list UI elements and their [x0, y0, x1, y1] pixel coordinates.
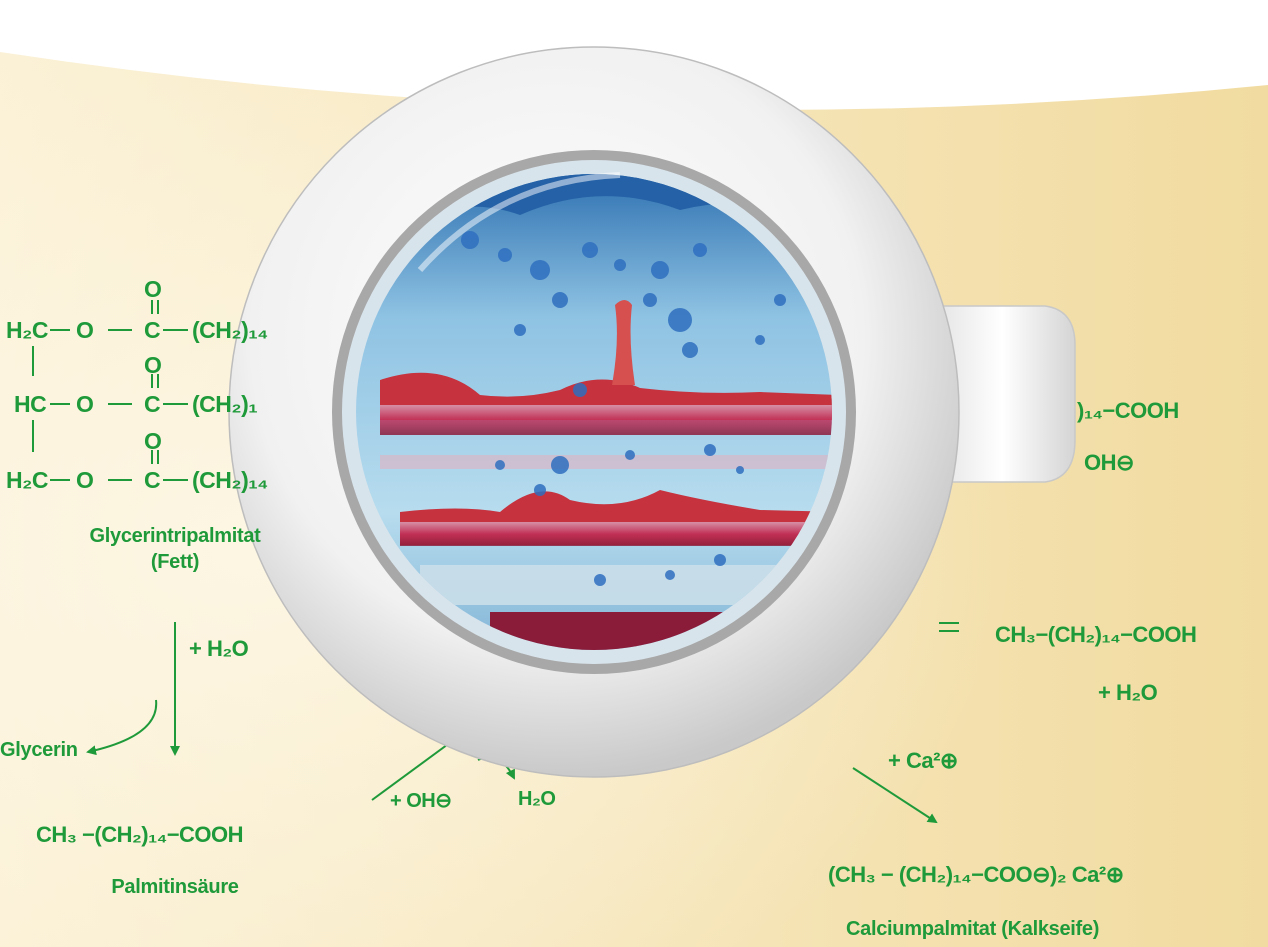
fat-row3-chain: (CH₂)₁₄	[192, 467, 268, 493]
base-product: H₂O	[518, 788, 556, 810]
fat-row2-c: C	[144, 391, 161, 417]
palmitic-acid-name: Palmitinsäure	[111, 876, 239, 898]
fat-row1-left: H₂C	[6, 317, 48, 343]
calcium-reagent: + Ca²⊕	[888, 748, 958, 773]
lime-soap-name: Calciumpalmitat (Kalkseife)	[846, 918, 1100, 940]
partial-hydroxide: OH⊖	[1084, 450, 1134, 475]
fat-row3-c: C	[144, 467, 161, 493]
equilibrium-water: + H₂O	[1098, 680, 1158, 705]
bubbles	[461, 231, 786, 586]
lime-soap-formula: (CH₃ − (CH₂)₁₄−COO⊖)₂ Ca²⊕	[828, 862, 1124, 887]
fat-carbonyl-o1: O	[144, 276, 162, 302]
fat-row1-o: O	[76, 317, 94, 343]
fat-carbonyl-o3: O	[144, 428, 162, 454]
partial-acid: )₁₄−COOH	[1077, 398, 1179, 423]
fat-row1-chain: (CH₂)₁₄	[192, 317, 268, 343]
hydrolysis-reagent: + H₂O	[189, 636, 249, 661]
calcium-arrow	[852, 767, 938, 824]
fat-row2-o: O	[76, 391, 94, 417]
base-reagent: + OH⊖	[390, 790, 452, 812]
glycerin-arrow	[86, 699, 158, 756]
washing-machine-door-icon	[228, 46, 1076, 778]
fat-row1-c: C	[144, 317, 161, 343]
palmitic-acid-formula: CH₃ −(CH₂)₁₄−COOH	[36, 822, 244, 847]
fat-name-note: (Fett)	[150, 551, 200, 573]
fat-row2-left: HC	[14, 391, 47, 417]
glycerin-label: Glycerin	[0, 739, 78, 761]
fat-carbonyl-o2: O	[144, 352, 162, 378]
fat-row3-o: O	[76, 467, 94, 493]
equilibrium-acid: CH₃−(CH₂)₁₄−COOH	[995, 622, 1197, 647]
fat-bonds	[32, 300, 188, 481]
fat-row3-left: H₂C	[6, 467, 48, 493]
fat-name: Glycerintripalmitat	[89, 525, 261, 547]
door-handle-icon	[929, 305, 1076, 483]
fat-row2-chain: (CH₂)₁	[192, 391, 258, 417]
